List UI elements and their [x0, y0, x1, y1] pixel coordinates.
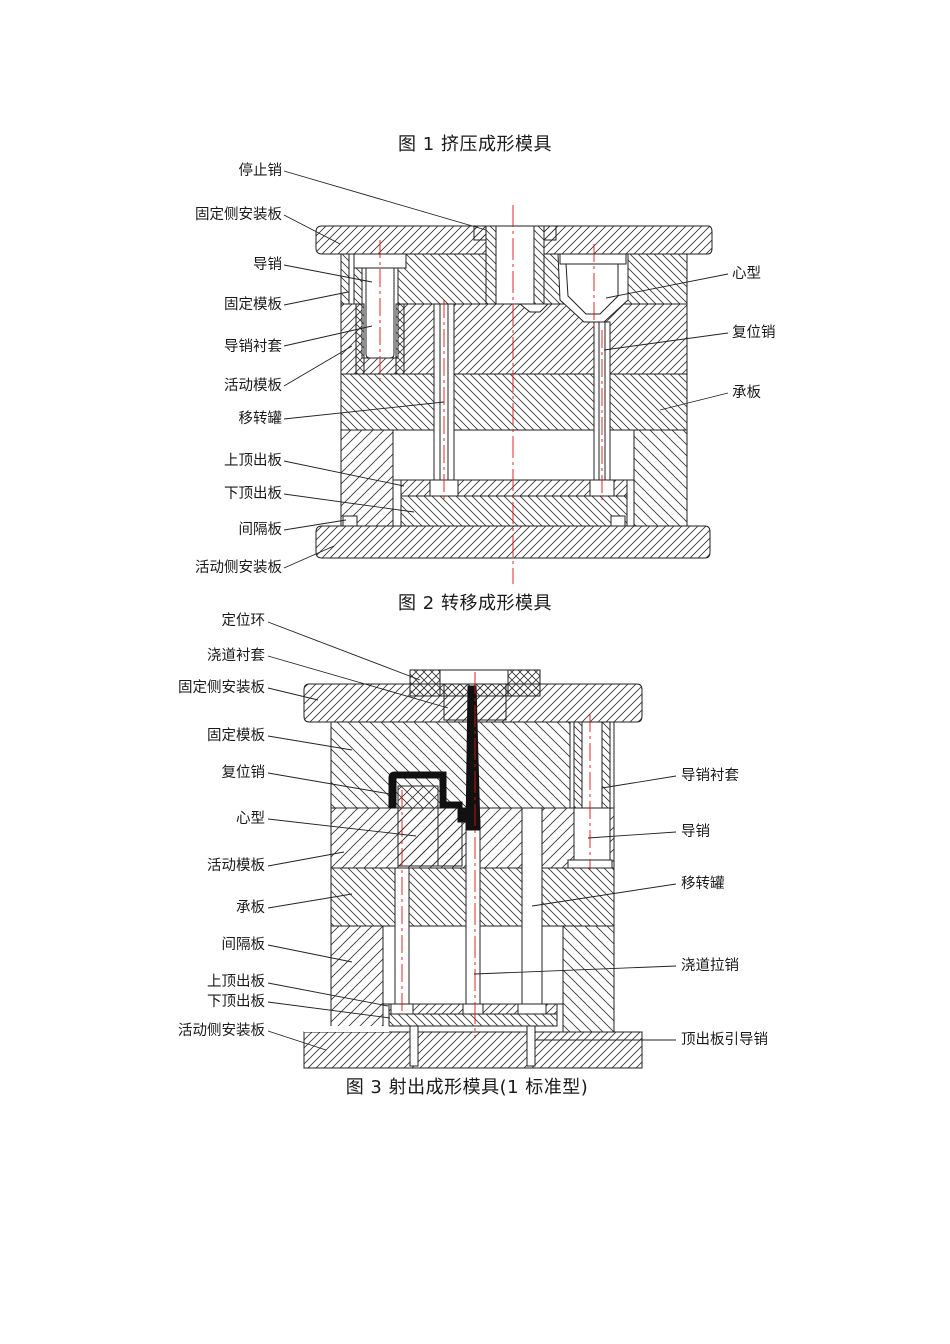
label-return-pin: 复位销 [732, 325, 776, 341]
label-movable-mold-plate: 活动模板 [207, 858, 265, 874]
label-ejector-plate-guide-pin: 顶出板引导销 [681, 1032, 768, 1048]
label-sprue-puller-pin: 浇道拉销 [681, 958, 739, 974]
label-fixed-mold-plate: 固定模板 [207, 728, 265, 744]
label-movable-side-mounting-plate: 活动侧安装板 [178, 1023, 265, 1039]
label-lower-ejector-plate: 下顶出板 [224, 486, 282, 502]
label-upper-ejector-plate: 上顶出板 [224, 453, 282, 469]
label-spacer-block: 间隔板 [238, 522, 283, 538]
label-guide-pin-bushing: 导销衬套 [681, 768, 739, 784]
label-transfer-pot: 移转罐 [238, 411, 283, 427]
label-lower-ejector-plate: 下顶出板 [207, 994, 265, 1010]
label-guide-pin-bushing: 导销衬套 [224, 339, 282, 355]
label-transfer-pot: 移转罐 [681, 876, 725, 892]
label-return-pin: 复位销 [221, 765, 266, 781]
label-locating-ring: 定位环 [221, 613, 266, 629]
label-support-plate: 承板 [732, 385, 761, 401]
label-fixed-side-mounting-plate: 固定侧安装板 [178, 680, 265, 696]
figure-3-drawing [303, 669, 643, 1069]
label-stop-pin: 停止销 [238, 163, 283, 179]
label-movable-side-mounting-plate: 活动侧安装板 [195, 560, 282, 576]
figure-3-caption: 图 3 射出成形模具(1 标准型) [345, 1077, 589, 1098]
label-spacer-block: 间隔板 [221, 937, 266, 953]
label-sprue-bushing: 浇道衬套 [207, 648, 265, 664]
label-guide-pin: 导销 [253, 257, 282, 273]
figure-2-drawing [315, 205, 713, 584]
label-fixed-side-mounting-plate: 固定侧安装板 [195, 207, 282, 223]
figure-2-leaders [283, 170, 729, 569]
figure-1-caption: 图 1 挤压成形模具 [398, 134, 552, 155]
label-support-plate: 承板 [236, 900, 265, 916]
label-movable-mold-plate: 活动模板 [224, 378, 282, 394]
figure-3-leaders [267, 621, 677, 1051]
label-fixed-mold-plate: 固定模板 [224, 297, 282, 313]
label-guide-pin: 导销 [681, 824, 710, 840]
figure-2-caption: 图 2 转移成形模具 [398, 593, 552, 614]
label-core: 心型 [732, 266, 761, 282]
label-upper-ejector-plate: 上顶出板 [207, 974, 265, 990]
label-core: 心型 [236, 811, 265, 827]
